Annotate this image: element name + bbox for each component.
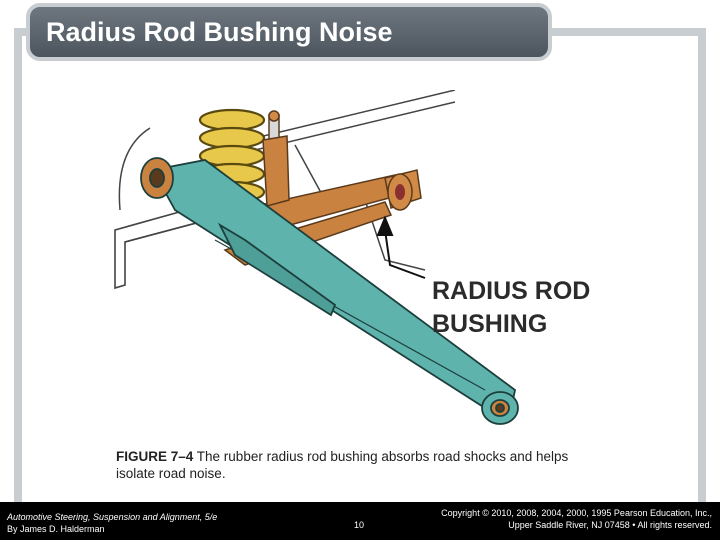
figure-caption: FIGURE 7–4 The rubber radius rod bushing… xyxy=(116,448,606,482)
callout-line-1: RADIUS ROD xyxy=(432,277,591,305)
callout-arrow xyxy=(376,215,426,279)
control-arm xyxy=(140,157,519,425)
callout-line-2: BUSHING xyxy=(432,310,548,338)
suspension-illustration xyxy=(114,90,519,425)
footer-book-info: Automotive Steering, Suspension and Alig… xyxy=(7,511,217,535)
page-number: 10 xyxy=(354,520,365,530)
copyright: Copyright © 2010, 2008, 2004, 2000, 1995… xyxy=(441,507,712,531)
wheel-hub xyxy=(118,127,151,211)
caption-text: The rubber radius rod bushing absorbs ro… xyxy=(116,449,569,481)
figure-label: FIGURE 7–4 xyxy=(116,449,194,464)
shock-absorber xyxy=(262,110,290,207)
footer: Automotive Steering, Suspension and Alig… xyxy=(0,502,720,540)
title-bar: Radius Rod Bushing Noise xyxy=(26,3,552,61)
copyright-line-1: Copyright © 2010, 2008, 2004, 2000, 1995… xyxy=(441,508,712,518)
copyright-line-2: Upper Saddle River, NJ 07458 • All right… xyxy=(508,520,712,530)
author: By James D. Halderman xyxy=(7,524,105,534)
slide-title: Radius Rod Bushing Noise xyxy=(46,17,393,47)
callout-label: RADIUS ROD BUSHING xyxy=(432,275,590,341)
book-title: Automotive Steering, Suspension and Alig… xyxy=(7,512,218,522)
